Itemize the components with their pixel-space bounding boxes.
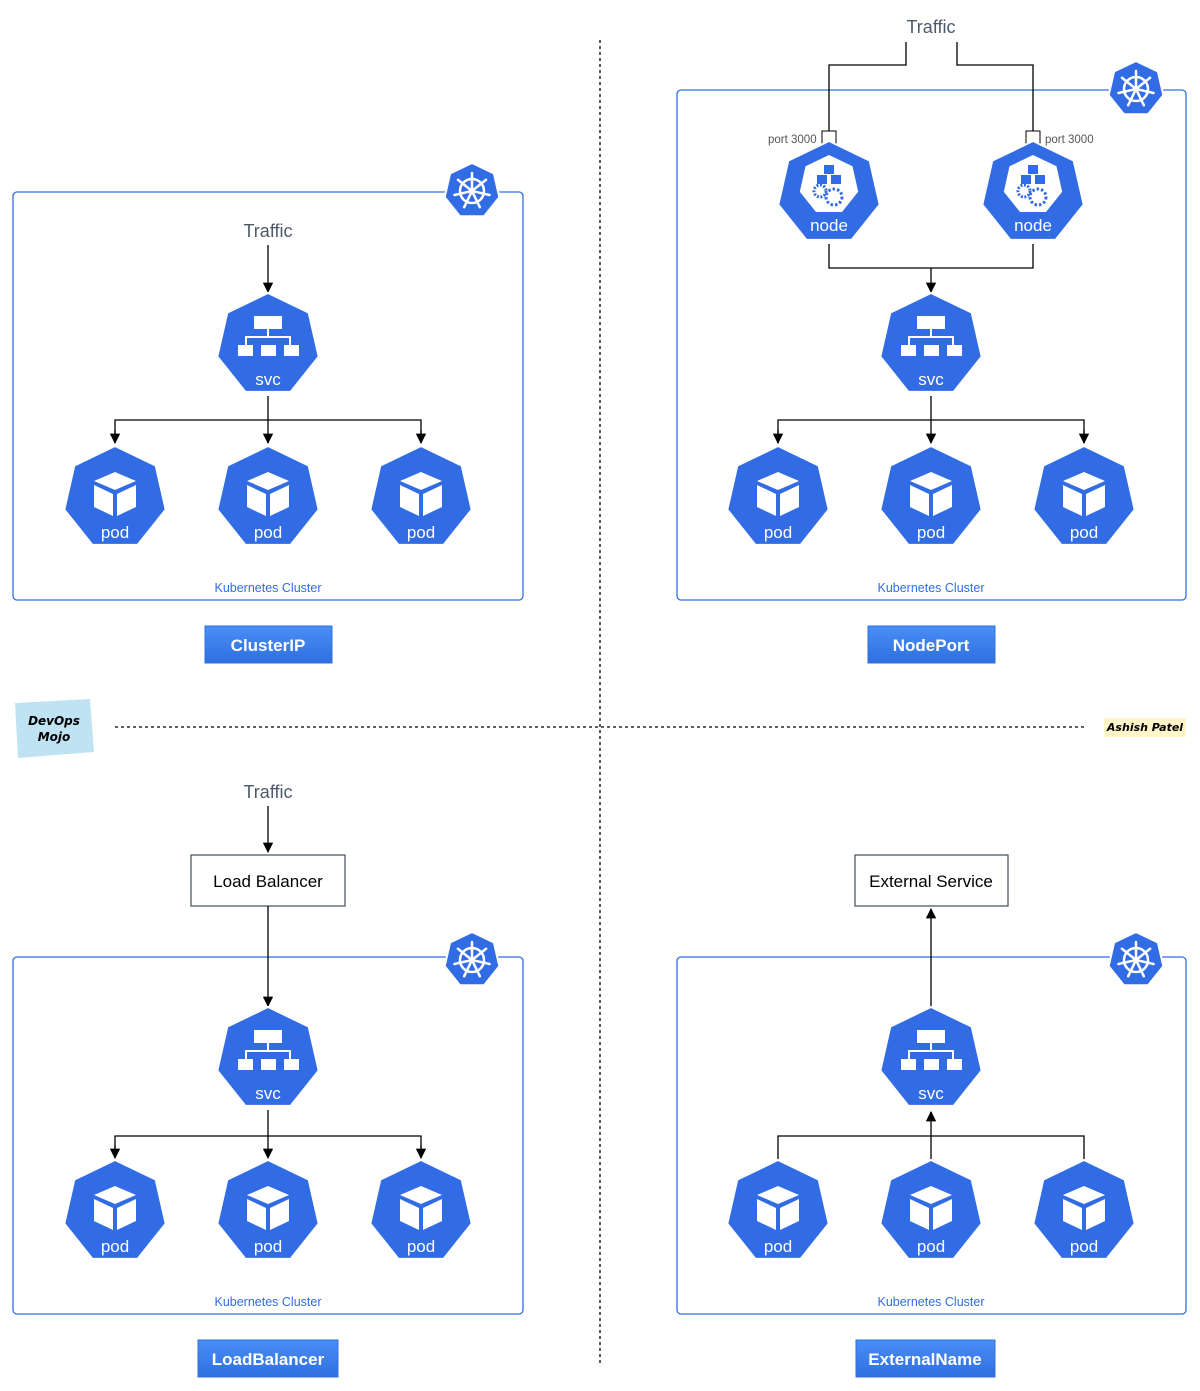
pod-label: pod — [764, 1237, 792, 1256]
svc-icon: svc — [216, 1005, 320, 1107]
k8s-wheel-icon — [1107, 930, 1165, 987]
svc-label: svc — [918, 1084, 944, 1103]
node-port-panel: Traffic port 3000 port 3000 node node sv… — [676, 17, 1187, 664]
cube-icon — [910, 1186, 952, 1230]
sticker-line-1: DevOps — [28, 714, 80, 728]
service-type-badge — [204, 625, 333, 664]
cluster-label: Kubernetes Cluster — [214, 1295, 321, 1309]
pod-icon: pod — [1032, 1158, 1136, 1260]
cube-icon — [757, 1186, 799, 1230]
network-hierarchy-icon — [238, 1030, 299, 1070]
network-hierarchy-icon — [901, 1030, 962, 1070]
service-type-badge — [197, 1339, 339, 1378]
load-balancer-box — [190, 854, 346, 907]
load-balancer-label: Load Balancer — [213, 872, 323, 891]
k8s-wheel-icon — [443, 161, 501, 218]
pod-label: pod — [254, 523, 282, 542]
cube-icon — [400, 1186, 442, 1230]
network-hierarchy-icon — [901, 316, 962, 356]
traffic-label: Traffic — [243, 782, 292, 802]
kubernetes-cluster-box — [676, 89, 1187, 601]
traffic-label: Traffic — [906, 17, 955, 37]
cube-icon — [400, 472, 442, 516]
pod-label: pod — [917, 1237, 945, 1256]
pod-label: pod — [101, 1237, 129, 1256]
pod-label: pod — [1070, 523, 1098, 542]
load-balancer-panel: Traffic Load Balancer svc pod pod pod Ku… — [12, 782, 524, 1378]
cluster-label: Kubernetes Cluster — [877, 1295, 984, 1309]
external-service-label: External Service — [869, 872, 993, 891]
devops-mojo-sticker: DevOps Mojo — [15, 699, 94, 758]
node-label: node — [810, 216, 848, 235]
svc-label: svc — [918, 370, 944, 389]
cluster-label: Kubernetes Cluster — [877, 581, 984, 595]
cube-icon — [1063, 472, 1105, 516]
svc-label: svc — [255, 1084, 281, 1103]
service-type-label: LoadBalancer — [212, 1350, 325, 1369]
traffic-label: Traffic — [243, 221, 292, 241]
svc-label: svc — [255, 370, 281, 389]
pod-icon: pod — [1032, 444, 1136, 546]
service-type-label: ClusterIP — [231, 636, 306, 655]
cube-icon — [247, 1186, 289, 1230]
pod-label: pod — [101, 523, 129, 542]
pod-label: pod — [917, 523, 945, 542]
cube-icon — [1063, 1186, 1105, 1230]
external-name-panel: External Service svc pod pod pod Kuberne… — [676, 854, 1187, 1378]
pod-icon: pod — [63, 1158, 167, 1260]
pod-label: pod — [407, 1237, 435, 1256]
pod-icon: pod — [369, 1158, 473, 1260]
pod-icon: pod — [216, 1158, 320, 1260]
service-type-label: ExternalName — [868, 1350, 981, 1369]
cluster-ip-panel: Traffic svc pod pod pod Kubernetes Clust… — [12, 161, 524, 664]
service-type-label: NodePort — [893, 636, 970, 655]
svc-icon: svc — [216, 291, 320, 393]
service-type-badge — [867, 625, 996, 664]
cube-icon — [94, 1186, 136, 1230]
pod-label: pod — [764, 523, 792, 542]
cube-icon — [910, 472, 952, 516]
k8s-wheel-icon — [1107, 59, 1165, 116]
pod-icon: pod — [879, 444, 983, 546]
node-icon: node — [777, 139, 881, 241]
pod-icon: pod — [879, 1158, 983, 1260]
cube-icon — [94, 472, 136, 516]
pod-icon: pod — [216, 444, 320, 546]
external-service-box — [854, 854, 1009, 907]
node-cubes-gears-icon — [812, 165, 844, 207]
pod-label: pod — [407, 523, 435, 542]
cube-icon — [757, 472, 799, 516]
network-hierarchy-icon — [238, 316, 299, 356]
svc-icon: svc — [879, 291, 983, 393]
sticker-line-2: Mojo — [38, 730, 71, 744]
port-label: port 3000 — [1045, 134, 1094, 146]
pod-icon: pod — [726, 444, 830, 546]
svc-icon: svc — [879, 1005, 983, 1107]
pod-icon: pod — [369, 444, 473, 546]
author-name: Ashish Patel — [1106, 721, 1183, 734]
cluster-label: Kubernetes Cluster — [214, 581, 321, 595]
author-tag: Ashish Patel — [1104, 718, 1186, 737]
service-type-badge — [855, 1339, 996, 1378]
pod-icon: pod — [63, 444, 167, 546]
pod-label: pod — [254, 1237, 282, 1256]
kubernetes-cluster-box — [12, 191, 524, 601]
pod-icon: pod — [726, 1158, 830, 1260]
pod-label: pod — [1070, 1237, 1098, 1256]
node-icon: node — [981, 139, 1085, 241]
node-cubes-gears-icon — [1016, 165, 1048, 207]
node-label: node — [1014, 216, 1052, 235]
port-label: port 3000 — [768, 134, 817, 146]
k8s-wheel-icon — [443, 930, 501, 987]
cube-icon — [247, 472, 289, 516]
